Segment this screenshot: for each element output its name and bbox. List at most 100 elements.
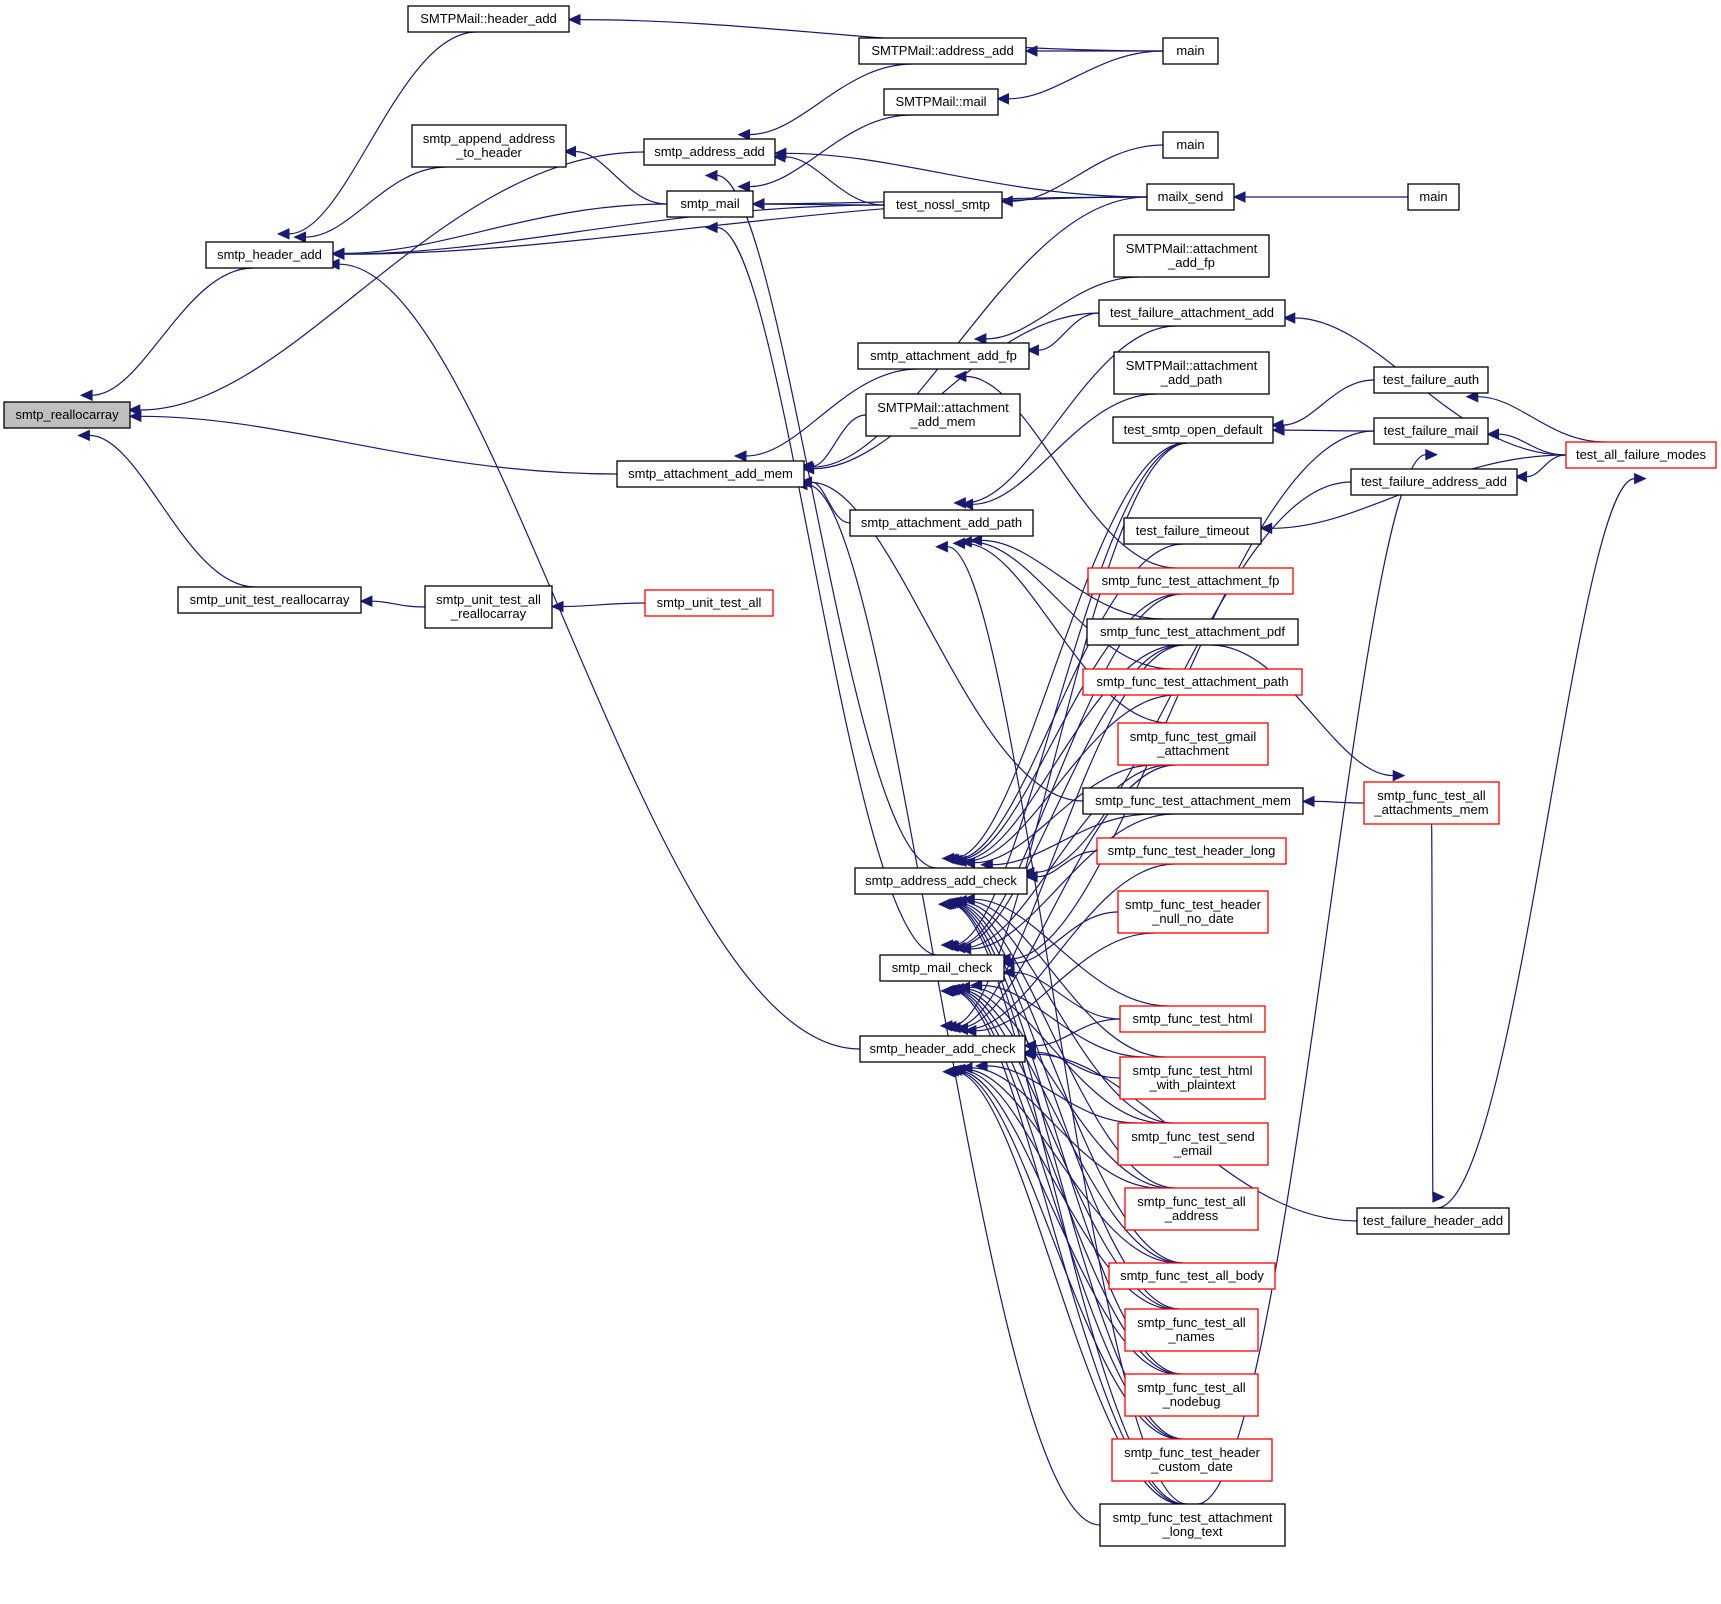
edge-line [975, 932, 1155, 1032]
node-ft-hdr-null[interactable]: smtp_func_test_header_null_no_date [1117, 890, 1269, 934]
node-append-addr[interactable]: smtp_append_address_to_header [411, 124, 567, 168]
node-label: mailx_send [1158, 189, 1224, 204]
edge-line [1283, 429, 1375, 432]
node-unit-realloc[interactable]: smtp_unit_test_reallocarray [177, 586, 362, 614]
node-main3[interactable]: main [1407, 183, 1460, 211]
node-box [1124, 1373, 1259, 1417]
call-edge [1271, 424, 1375, 436]
node-ft-att-path[interactable]: smtp_func_test_attachment_path [1082, 668, 1303, 696]
node-tf-hdr-add[interactable]: test_failure_header_add [1356, 1207, 1510, 1235]
node-label: test_all_failure_modes [1576, 447, 1707, 462]
arrowhead [331, 248, 345, 260]
node-ft-long-text[interactable]: smtp_func_test_attachment_long_text [1099, 1503, 1286, 1547]
edge-line [964, 1068, 1178, 1264]
arrowhead [962, 856, 976, 869]
call-edge [737, 63, 913, 141]
node-nossl[interactable]: test_nossl_smtp [883, 191, 1003, 219]
call-edge [801, 312, 1100, 475]
node-label: smtp_func_test_html [1133, 1063, 1253, 1078]
node-label: smtp_address_add_check [865, 873, 1017, 888]
call-edge [996, 50, 1164, 105]
node-label: test_failure_header_add [1363, 1213, 1503, 1228]
call-edge [973, 276, 1140, 345]
node-box [1350, 468, 1518, 496]
node-ft-all-att-mem[interactable]: smtp_func_test_all_attachments_mem [1363, 781, 1500, 825]
node-tf-att-add[interactable]: test_failure_attachment_add [1098, 299, 1286, 327]
edge-line [575, 150, 668, 205]
node-ft-att-pdf[interactable]: smtp_func_test_attachment_pdf [1086, 618, 1299, 646]
node-tf-auth[interactable]: test_failure_auth [1373, 366, 1489, 394]
node-addr-add[interactable]: smtp_address_add [643, 138, 776, 166]
node-box [1407, 183, 1460, 211]
call-edge [550, 600, 646, 613]
node-mail-check[interactable]: smtp_mail_check [879, 954, 1005, 982]
node-ft-hdr-long[interactable]: smtp_func_test_header_long [1096, 837, 1287, 865]
node-box [858, 37, 1027, 65]
node-box [1098, 299, 1286, 327]
edge-line [1477, 396, 1605, 443]
node-att-mem[interactable]: smtp_attachment_add_mem [616, 460, 805, 488]
node-label: test_failure_mail [1384, 423, 1479, 438]
node-all-fail[interactable]: test_all_failure_modes [1565, 441, 1717, 469]
edge-line [967, 863, 1176, 1030]
node-cpp-addr-add[interactable]: SMTPMail::address_add [858, 37, 1027, 65]
node-ft-html[interactable]: smtp_func_test_html [1119, 1005, 1266, 1033]
node-ft-all-names[interactable]: smtp_func_test_all_names [1124, 1308, 1259, 1352]
node-tf-addr-add[interactable]: test_failure_address_add [1350, 468, 1518, 496]
node-box [1124, 1308, 1259, 1352]
node-main2[interactable]: main [1162, 131, 1219, 159]
arrowhead [953, 370, 967, 383]
edge-line [562, 602, 646, 608]
node-ft-att-mem[interactable]: smtp_func_test_attachment_mem [1082, 787, 1304, 815]
node-cpp-att-path[interactable]: SMTPMail::attachment_add_path [1113, 351, 1270, 395]
arrowhead [704, 221, 718, 234]
node-box [1565, 441, 1717, 469]
node-unit-all-realloc[interactable]: smtp_unit_test_all_reallocarray [424, 585, 553, 629]
node-addr-check[interactable]: smtp_address_add_check [854, 867, 1028, 895]
arrowhead [77, 429, 90, 442]
node-cpp-att-fp[interactable]: SMTPMail::attachment_add_fp [1113, 234, 1270, 278]
node-main1[interactable]: main [1162, 37, 1219, 65]
node-ft-att-fp[interactable]: smtp_func_test_attachment_fp [1087, 567, 1294, 595]
node-ft-all-nodebug[interactable]: smtp_func_test_all_nodebug [1124, 1373, 1259, 1417]
call-edge [962, 764, 1155, 869]
node-open-default[interactable]: test_smtp_open_default [1112, 416, 1274, 444]
node-tf-timeout[interactable]: test_failure_timeout [1123, 517, 1262, 545]
node-cpp-hdr-add[interactable]: SMTPMail::header_add [407, 5, 570, 33]
edge-line [951, 442, 1188, 1027]
node-cpp-mail[interactable]: SMTPMail::mail [883, 88, 999, 116]
arrowhead [563, 145, 576, 158]
node-att-path[interactable]: smtp_attachment_add_path [849, 509, 1034, 537]
edge-line [953, 442, 1186, 859]
call-edge [962, 893, 1169, 1007]
node-hdr-add[interactable]: smtp_header_add [205, 241, 334, 269]
node-ft-send[interactable]: smtp_func_test_send_email [1117, 1122, 1269, 1166]
node-ft-html-plain[interactable]: smtp_func_test_html_with_plaintext [1119, 1056, 1266, 1100]
arrowhead [1392, 769, 1406, 782]
edge-line [964, 542, 1170, 724]
node-ft-hdr-custom[interactable]: smtp_func_test_header_custom_date [1111, 1438, 1273, 1482]
node-att-fp[interactable]: smtp_attachment_add_fp [857, 342, 1030, 370]
node-hdr-check[interactable]: smtp_header_add_check [859, 1035, 1026, 1063]
node-tf-mail[interactable]: test_failure_mail [1373, 417, 1489, 445]
call-edge [952, 537, 1170, 724]
node-ft-all-addr[interactable]: smtp_func_test_all_address [1124, 1187, 1259, 1231]
node-ft-gmail[interactable]: smtp_func_test_gmail_attachment [1117, 722, 1269, 766]
edge-line [140, 415, 618, 475]
edge-line [958, 593, 1180, 861]
arrowhead [1634, 472, 1647, 485]
call-edge [737, 114, 912, 193]
arrowhead [1001, 966, 1015, 979]
node-realloc[interactable]: smtp_reallocarray [3, 401, 131, 429]
node-box [1363, 781, 1500, 825]
call-edge [1486, 428, 1567, 456]
node-label: _email [1173, 1143, 1212, 1158]
node-label: smtp_attachment_add_fp [870, 348, 1017, 363]
call-edge [1232, 191, 1408, 203]
node-mail[interactable]: smtp_mail [666, 190, 754, 218]
node-mailx[interactable]: mailx_send [1146, 183, 1235, 211]
node-unit-all[interactable]: smtp_unit_test_all [644, 589, 774, 617]
node-cpp-att-mem[interactable]: SMTPMail::attachment_add_mem [865, 393, 1021, 437]
node-label: _add_fp [1167, 255, 1215, 270]
node-ft-all-body[interactable]: smtp_func_test_all_body [1108, 1262, 1276, 1290]
